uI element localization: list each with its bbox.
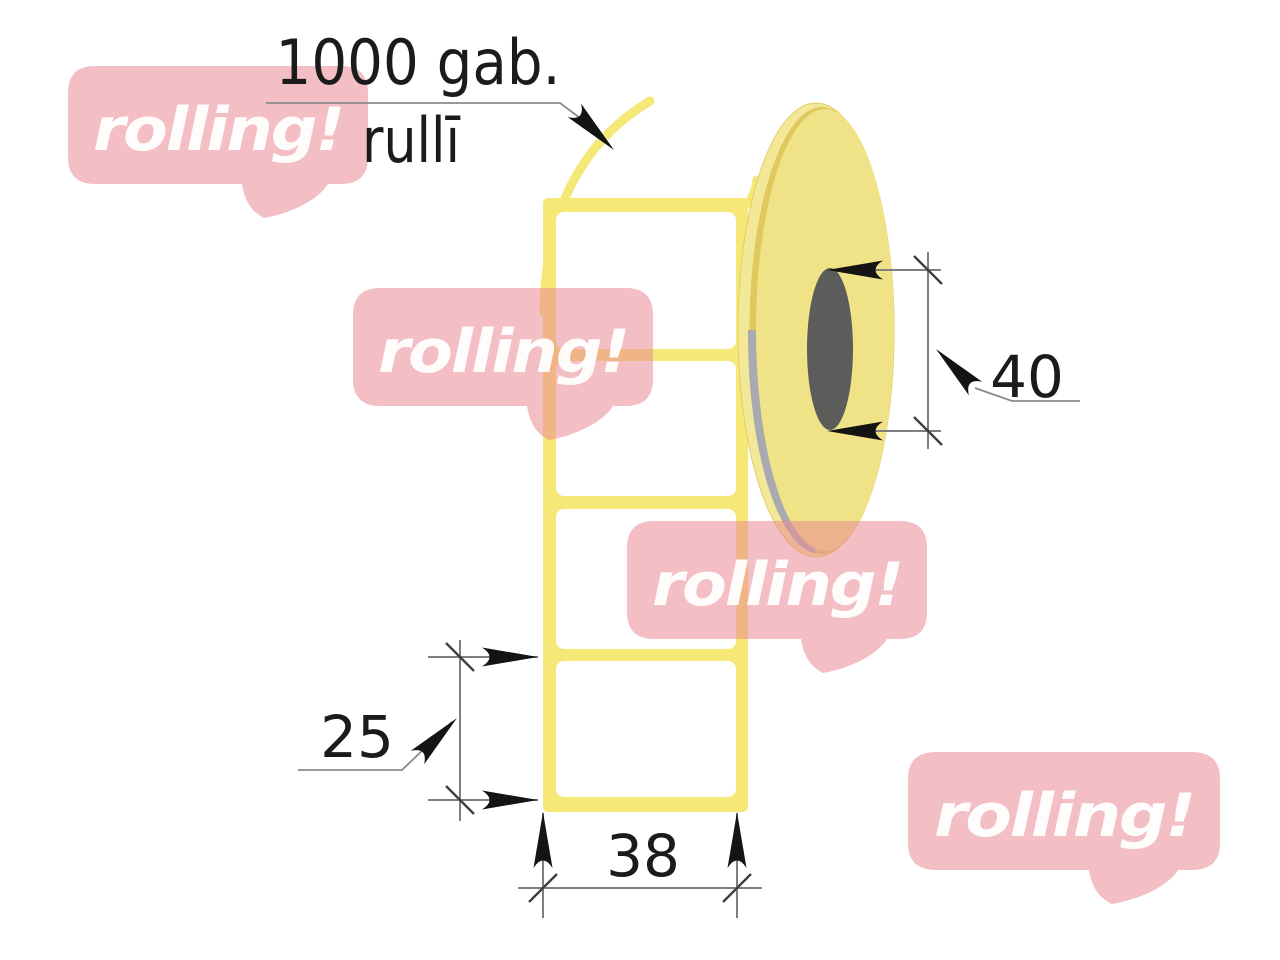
arrowhead-icon — [929, 342, 983, 396]
arrowhead-icon — [533, 812, 553, 868]
arrowhead-icon — [482, 647, 538, 667]
dim-tick — [722, 873, 752, 903]
watermark-bubble-1: rolling! — [68, 66, 368, 218]
arrowhead-icon — [410, 711, 464, 765]
label-width-value: 38 — [606, 822, 680, 890]
watermark-text: rolling! — [93, 95, 343, 165]
leader-line — [974, 387, 1080, 402]
arrowhead-icon — [727, 812, 747, 868]
dim-core-diameter: 40 — [827, 252, 1080, 449]
dim-tick — [445, 785, 475, 815]
dim-label-height: 25 — [298, 640, 538, 821]
core-diameter-value: 40 — [990, 343, 1064, 411]
quantity-callout: 1000 gab. rullī — [266, 26, 621, 177]
watermark-text: rolling! — [378, 317, 628, 387]
dim-tick — [913, 255, 943, 285]
label-blank-4 — [556, 661, 736, 797]
dim-label-width: 38 — [518, 812, 762, 918]
quantity-unit-text: rullī — [362, 104, 461, 177]
arrowhead-icon — [482, 790, 538, 810]
dim-tick — [528, 873, 558, 903]
label-roll — [737, 102, 895, 558]
watermark-bubble-2: rolling! — [353, 288, 653, 440]
label-height-value: 25 — [320, 703, 394, 771]
watermark-bubble-4: rolling! — [908, 752, 1220, 904]
label-strip — [539, 96, 762, 812]
quantity-per-roll-text: 1000 gab. — [276, 26, 561, 99]
watermark-text: rolling! — [652, 550, 902, 620]
watermark-text: rolling! — [934, 781, 1194, 851]
watermark-bubble-3: rolling! — [627, 521, 927, 673]
roll-core-hole — [807, 268, 853, 430]
dim-tick — [445, 642, 475, 672]
dim-tick — [913, 416, 943, 446]
